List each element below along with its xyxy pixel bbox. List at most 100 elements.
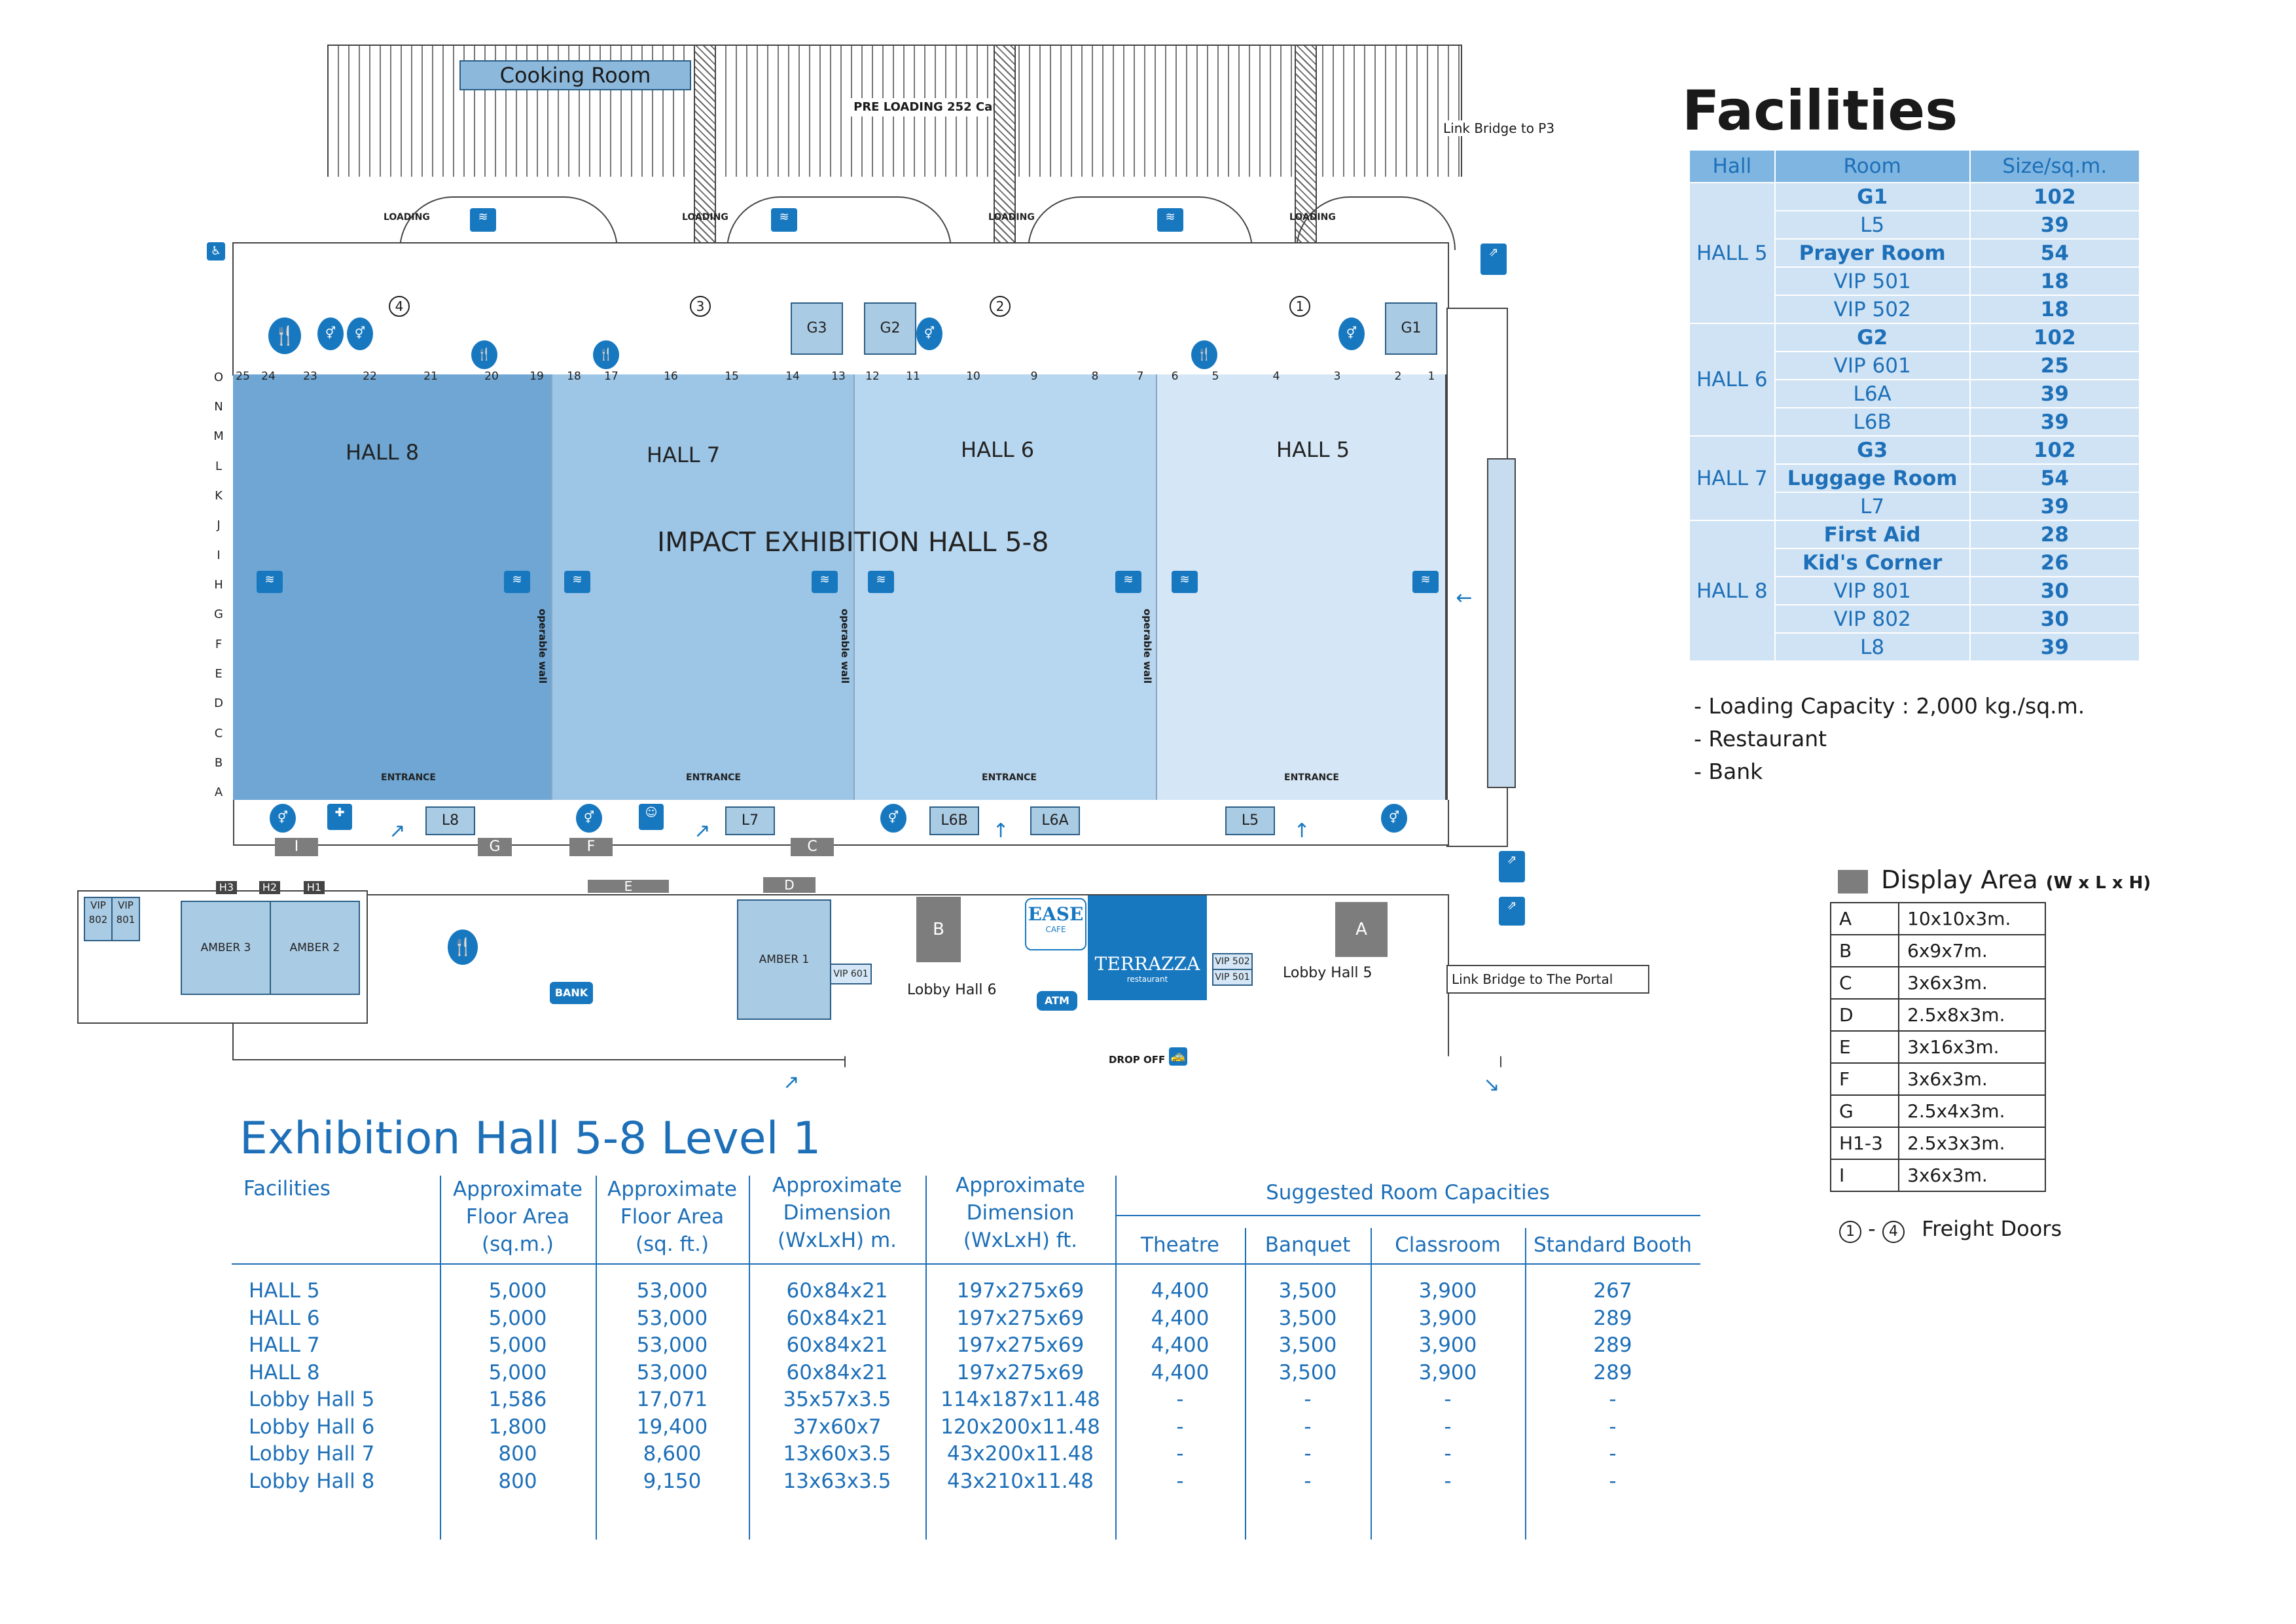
display-code: A <box>1830 902 1899 935</box>
display-code: C <box>1830 966 1899 1000</box>
restaurant-icon: 🍴 <box>593 340 619 369</box>
facilities-size: 102 <box>1969 435 2141 465</box>
row-label: K <box>215 489 223 503</box>
room-l6b: L6B <box>929 806 979 835</box>
spec-cell: - <box>1609 1388 1617 1411</box>
entrance-arrow-icon: ↗ <box>691 821 713 844</box>
spec-cell: - <box>1176 1388 1184 1411</box>
entrance-arrow-icon: ↗ <box>386 821 408 844</box>
restaurant-icon: 🍴 <box>448 929 478 965</box>
row-label: L <box>215 460 223 473</box>
room-g1: G1 <box>1385 302 1437 355</box>
restroom-icon: ⚥ <box>1381 804 1407 833</box>
display-size: 2.5x8x3m. <box>1898 998 2046 1032</box>
spec-cell: 5,000 <box>488 1279 547 1303</box>
display-code: F <box>1830 1062 1899 1096</box>
vip-801: VIP 801 <box>111 897 140 941</box>
spec-cell: 5,000 <box>488 1306 547 1330</box>
display-size: 3x16x3m. <box>1898 1030 2046 1064</box>
spec-cell: 3,900 <box>1418 1333 1477 1357</box>
spec-facility-name: Lobby Hall 5 <box>249 1388 375 1411</box>
restroom-icon: ⚥ <box>347 317 373 350</box>
escalator-icon: ⇗ <box>1499 851 1525 882</box>
column-label: 19 <box>529 370 544 383</box>
freight-door-2: 2 <box>990 296 1011 317</box>
row-label: M <box>213 429 224 443</box>
room-l5: L5 <box>1225 806 1275 835</box>
freight-lift-icon: ≋ <box>1115 571 1141 593</box>
ease-cafe-name: EASE <box>1028 903 1084 925</box>
display-area-unit: (W x L x H) <box>2045 873 2151 893</box>
spec-divider <box>440 1176 441 1540</box>
floor-plan: Cooking Room PRE LOADING 252 Cars Link B… <box>77 45 1649 1098</box>
spec-divider <box>749 1176 750 1540</box>
restroom-icon: ⚥ <box>317 317 344 350</box>
facilities-size: 39 <box>1969 492 2141 521</box>
spec-cell: 53,000 <box>636 1360 708 1384</box>
spec-cell: - <box>1176 1469 1184 1493</box>
note-bank: - Bank <box>1694 759 1763 784</box>
spec-cell: 197x275x69 <box>956 1360 1085 1384</box>
column-label: 12 <box>865 370 880 383</box>
freight-legend-from: 1 <box>1839 1221 1861 1243</box>
facilities-title: Facilities <box>1682 79 1958 143</box>
room-l6a: L6A <box>1030 806 1080 835</box>
freight-legend-label: Freight Doors <box>1922 1216 2062 1241</box>
spec-cell: 60x84x21 <box>786 1333 888 1357</box>
spec-cell: 1,800 <box>488 1415 547 1439</box>
column-label: 13 <box>831 370 846 383</box>
bank-icon: BANK <box>550 982 593 1004</box>
header-line: (WxLxH) ft. <box>963 1229 1078 1252</box>
terrazza-sub: restaurant <box>1126 975 1168 984</box>
ease-cafe-sub: CAFE <box>1045 925 1066 934</box>
display-area-swatch <box>1838 869 1868 893</box>
amber-1: AMBER 1 <box>737 899 831 1020</box>
spec-header-theatre: Theatre <box>1141 1233 1219 1257</box>
spec-cell: 5,000 <box>488 1360 547 1384</box>
spec-cell: 3,500 <box>1278 1360 1337 1384</box>
display-marker-d: D <box>763 877 816 893</box>
facilities-header-size: Size/sq.m. <box>1969 149 2141 183</box>
restroom-icon: ⚥ <box>270 804 296 833</box>
spec-facility-name: HALL 6 <box>249 1306 320 1330</box>
column-label: 22 <box>363 370 377 383</box>
facilities-header-room: Room <box>1774 149 1971 183</box>
spec-cell: 17,071 <box>636 1388 708 1411</box>
freight-elevator-icon: ≋ <box>470 208 496 232</box>
column-label: 7 <box>1136 370 1144 383</box>
spec-divider <box>1371 1228 1372 1540</box>
facilities-room: G1 <box>1774 182 1971 211</box>
facilities-room: VIP 501 <box>1774 266 1971 296</box>
spec-cell: 60x84x21 <box>786 1360 888 1384</box>
spec-cell: 3,900 <box>1418 1306 1477 1330</box>
spec-cell: 43x200x11.48 <box>946 1442 1094 1466</box>
display-size: 3x6x3m. <box>1898 966 2046 1000</box>
exit-arrow-icon: ↘ <box>1480 1075 1503 1098</box>
freight-lift-icon: ≋ <box>564 571 590 593</box>
row-label: F <box>215 638 223 651</box>
loading-label: LOADING <box>384 212 430 223</box>
spec-cell: 8,600 <box>643 1442 702 1466</box>
freight-lift-icon: ≋ <box>504 571 530 593</box>
spec-cell: 9,150 <box>643 1469 702 1493</box>
spec-cell: 1,586 <box>488 1388 547 1411</box>
spec-cell: - <box>1176 1442 1184 1466</box>
east-ramp <box>1487 458 1516 788</box>
spec-cell: - <box>1609 1469 1617 1493</box>
column-label: 4 <box>1272 370 1280 383</box>
row-label: H <box>214 578 223 592</box>
spec-facility-name: Lobby Hall 8 <box>249 1469 375 1493</box>
spec-facility-name: HALL 5 <box>249 1279 320 1303</box>
display-marker-a: A <box>1335 902 1388 957</box>
spec-cell: 53,000 <box>636 1279 708 1303</box>
main-hall-title: IMPACT EXHIBITION HALL 5-8 <box>657 526 1049 558</box>
spec-cell: 13x63x3.5 <box>783 1469 891 1493</box>
